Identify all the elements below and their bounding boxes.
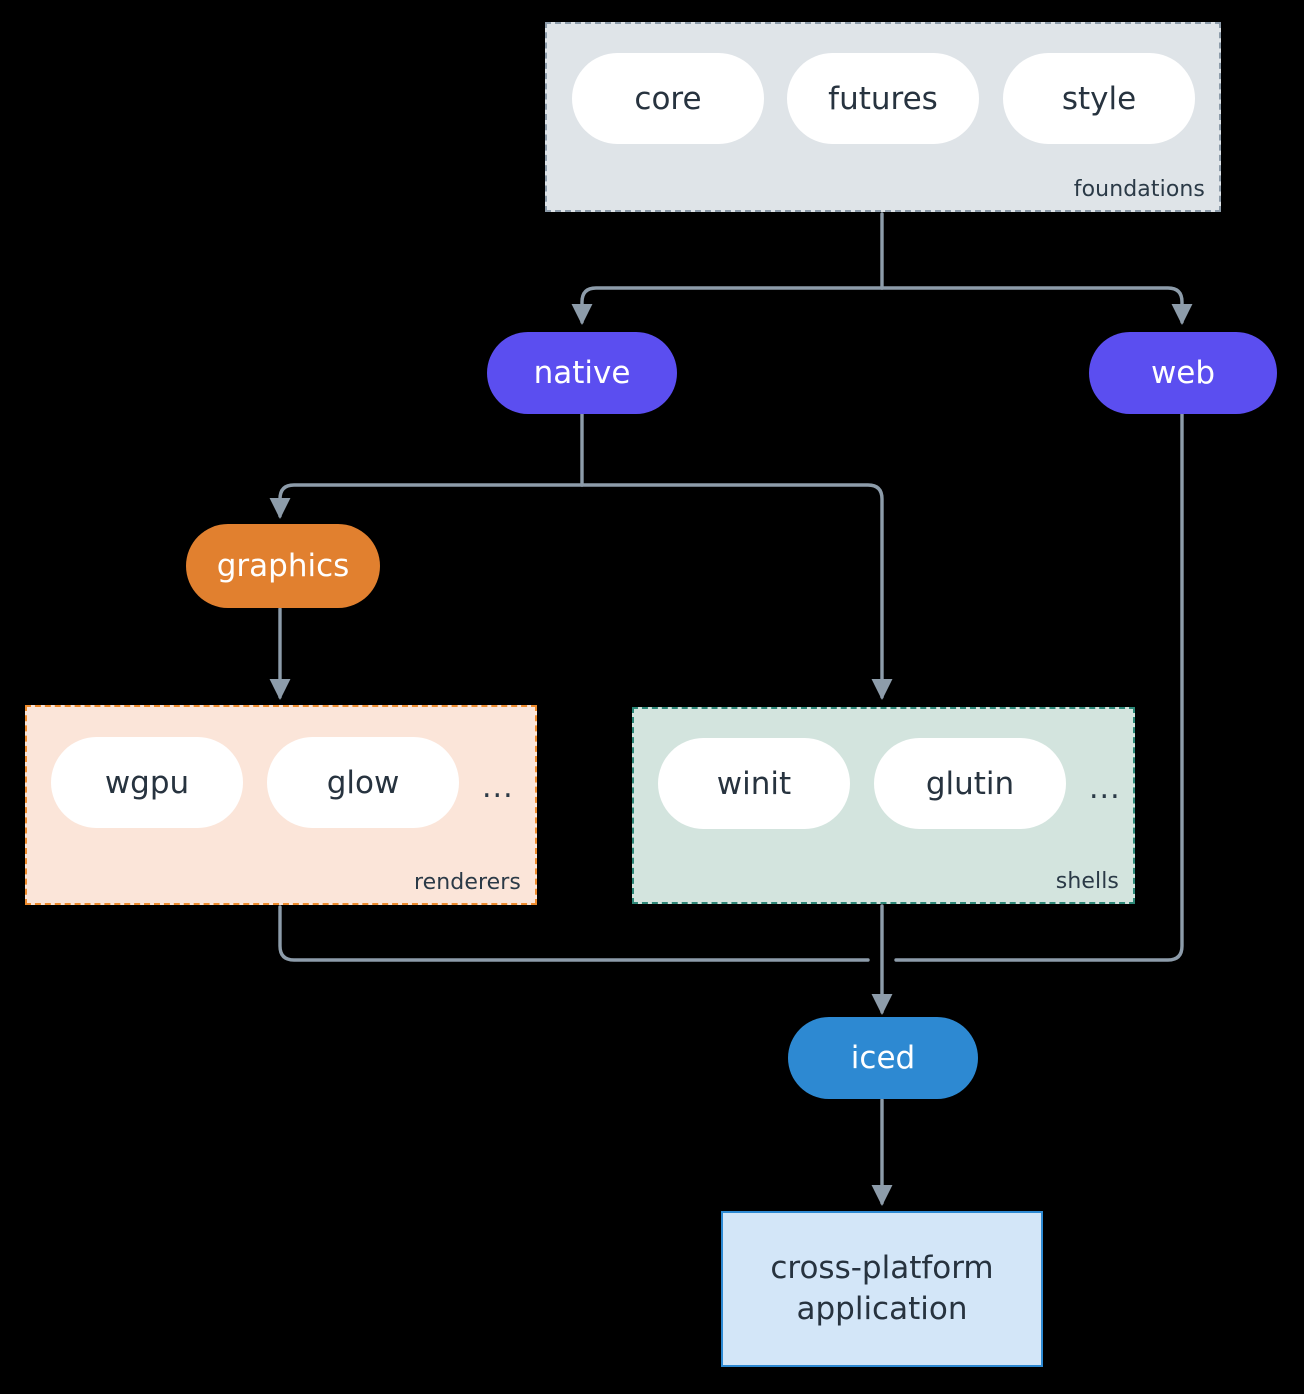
cluster-renderers: wgpu glow ... renderers: [25, 705, 537, 905]
pill-style[interactable]: style: [1003, 53, 1195, 144]
edge-foundations-to-native: [571, 286, 884, 325]
node-native[interactable]: native: [487, 332, 677, 414]
edge-native-to-shells: [580, 483, 893, 700]
pill-glutin[interactable]: glutin: [874, 738, 1066, 829]
pill-glutin-label: glutin: [925, 765, 1015, 802]
node-native-label: native: [533, 355, 631, 391]
edge-foundations-to-web: [880, 286, 1193, 325]
cluster-foundations: core futures style foundations: [545, 22, 1221, 212]
pill-glow[interactable]: glow: [267, 737, 459, 828]
node-iced[interactable]: iced: [788, 1017, 978, 1099]
pill-style-label: style: [1061, 80, 1137, 117]
pill-wgpu[interactable]: wgpu: [51, 737, 243, 828]
node-web-label: web: [1150, 355, 1216, 391]
pill-winit[interactable]: winit: [658, 738, 850, 829]
output-line-1: cross-platform: [770, 1250, 994, 1287]
shells-ellipsis: ...: [1089, 771, 1121, 806]
node-graphics-label: graphics: [216, 548, 350, 584]
pill-winit-label: winit: [716, 765, 792, 802]
cluster-renderers-label: renderers: [413, 870, 521, 895]
node-iced-label: iced: [850, 1040, 916, 1076]
output-line-2: application: [796, 1291, 968, 1327]
pill-futures[interactable]: futures: [787, 53, 979, 144]
pill-core-label: core: [634, 80, 702, 117]
pill-wgpu-label: wgpu: [104, 764, 190, 801]
node-cross-platform-application[interactable]: cross-platform application: [721, 1211, 1043, 1367]
pill-core[interactable]: core: [572, 53, 764, 144]
edge-native-to-graphics: [269, 483, 584, 519]
pill-futures-label: futures: [828, 80, 938, 117]
node-web[interactable]: web: [1089, 332, 1277, 414]
renderers-ellipsis: ...: [482, 770, 514, 805]
cluster-foundations-label: foundations: [1073, 177, 1205, 202]
pill-glow-label: glow: [326, 764, 400, 801]
cluster-shells: winit glutin ... shells: [632, 707, 1135, 904]
edge-renderers-to-merge: [278, 905, 870, 962]
cluster-shells-label: shells: [1055, 869, 1119, 894]
node-graphics[interactable]: graphics: [186, 524, 380, 608]
